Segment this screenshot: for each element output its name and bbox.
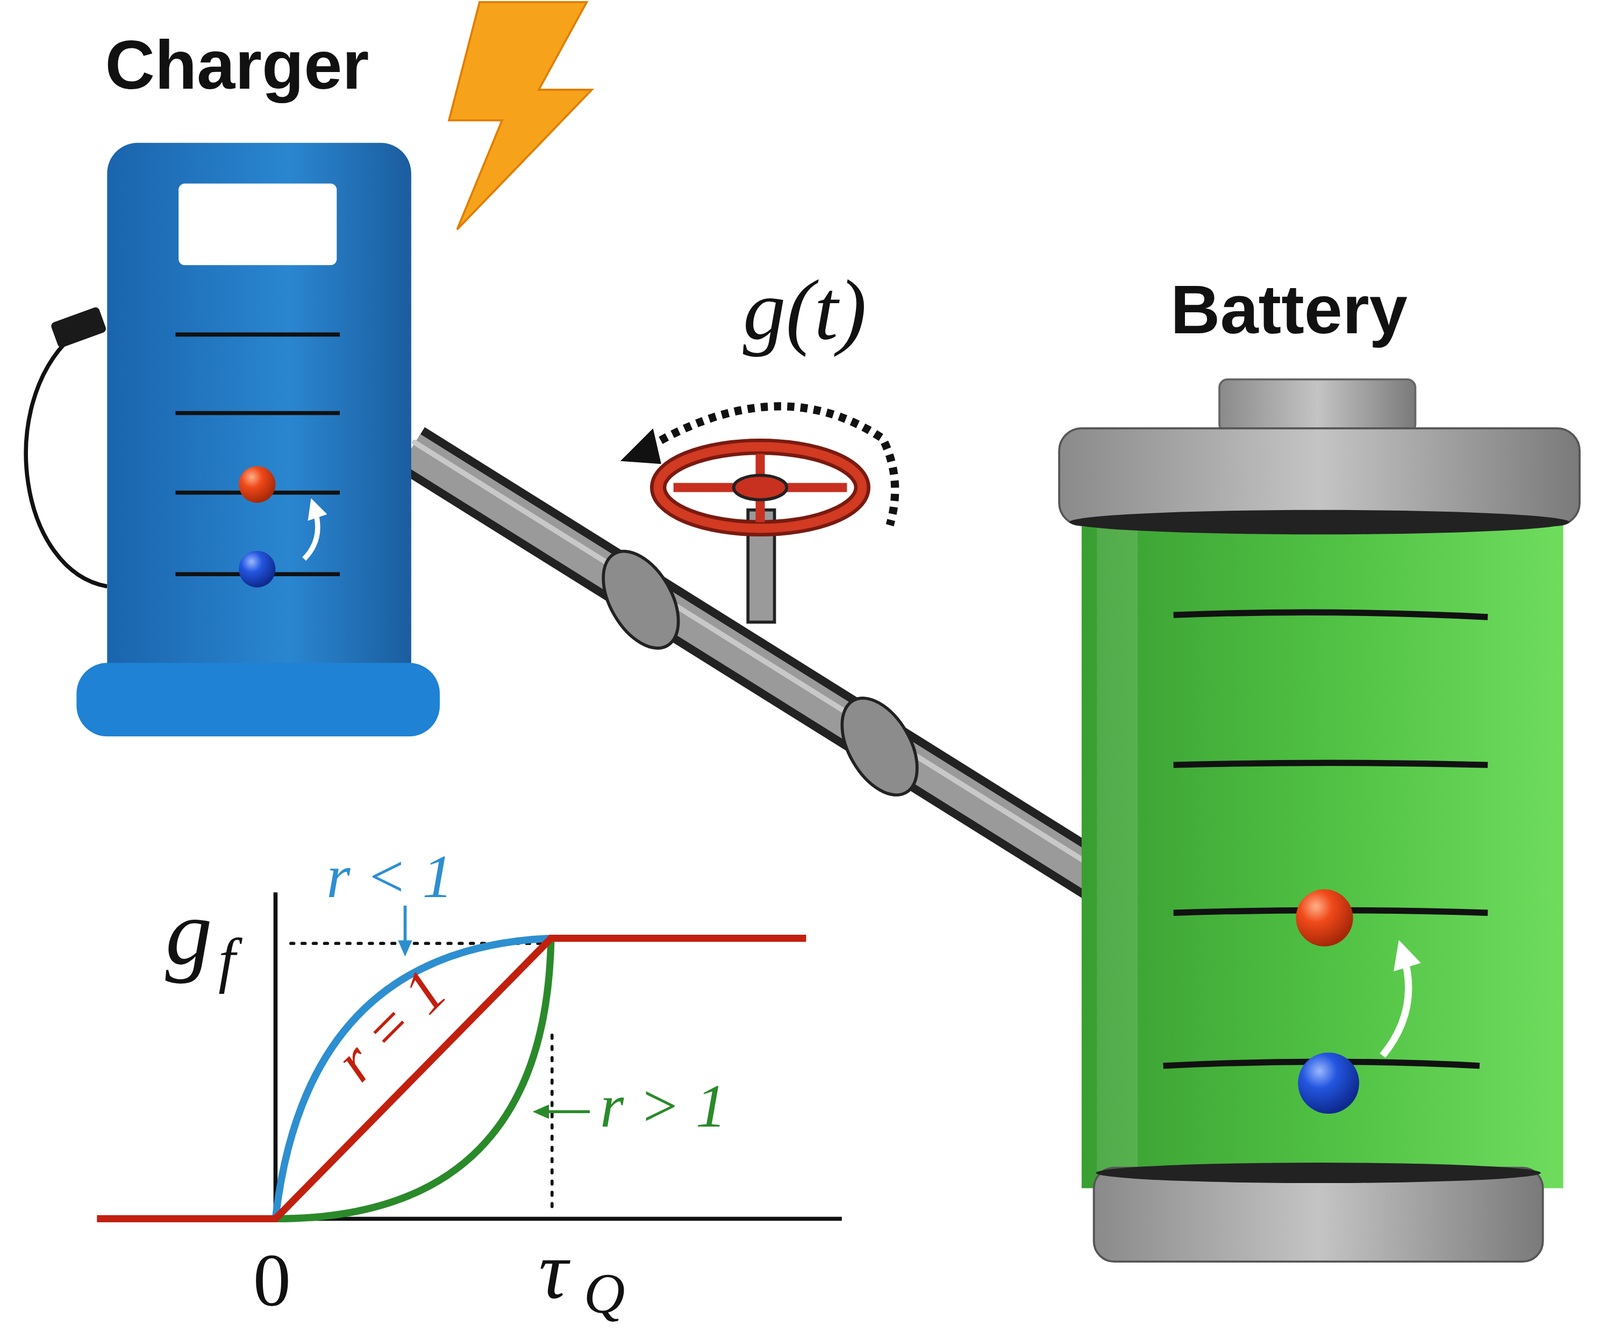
- graph-label: r = 1: [324, 959, 458, 1093]
- graph-label: g: [165, 885, 212, 980]
- pipe-stroke: [411, 448, 1097, 878]
- battery-cell: Battery: [1055, 379, 1579, 1264]
- charger-station: Charger: [76, 143, 440, 738]
- pipe-stroke: [414, 442, 1100, 871]
- node-heading: Charger: [104, 30, 369, 100]
- graph-label: 0: [253, 1243, 291, 1319]
- pipe-stroke: [411, 448, 1097, 878]
- edge-label: g(t): [743, 267, 867, 353]
- graph-label: τ: [538, 1230, 568, 1313]
- graph-label: Q: [583, 1265, 626, 1323]
- graph-label: r < 1: [326, 846, 453, 909]
- node-heading: Battery: [1170, 275, 1408, 345]
- pipe-connector: [411, 442, 1100, 878]
- graph-label: r > 1: [600, 1076, 727, 1138]
- graph-label: f: [218, 930, 236, 992]
